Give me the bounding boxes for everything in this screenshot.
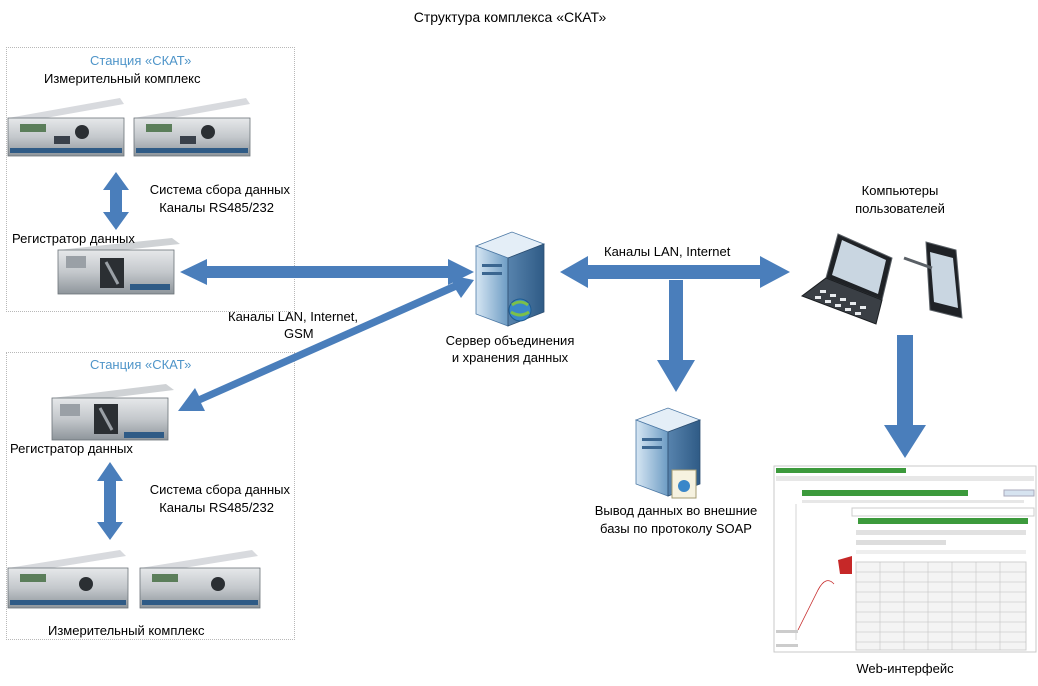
station-bottom-complex-label: Измерительный комплекс (48, 623, 205, 638)
web-interface-label: Web-интерфейс (856, 661, 954, 676)
arrow-registrar-top-server (180, 259, 474, 285)
users-label-line1: Компьютеры (861, 183, 939, 198)
server-icon (474, 231, 546, 327)
diagram-title: Структура комплекса «СКАТ» (413, 9, 607, 25)
export-label-line1: Вывод данных во внешние (594, 503, 758, 518)
link-right-label: Каналы LAN, Internet (604, 244, 731, 259)
station-bottom-title: Станция «СКАТ» (90, 357, 192, 372)
station-top-box (6, 47, 295, 312)
export-server-icon (634, 407, 702, 499)
export-label-line2: базы по протоколу SOAP (600, 521, 752, 536)
measuring-device-bottom-2 (139, 550, 261, 609)
arrow-to-web (884, 335, 926, 458)
tablet-icon (903, 241, 963, 319)
station-top-collection-line2: Каналы RS485/232 (159, 200, 274, 215)
station-top-collection-line1: Система сбора данных (149, 182, 290, 197)
arrow-registrar-bottom-server (178, 275, 474, 411)
arrow-top-vertical (103, 172, 129, 230)
server-label-line2: и хранения данных (451, 350, 569, 365)
link-left-line1: Каналы LAN, Internet, (228, 309, 358, 324)
station-bottom-box (6, 352, 295, 640)
link-left-line2: GSM (284, 326, 314, 341)
laptop-icon (800, 233, 893, 325)
station-bottom-collection-line2: Каналы RS485/232 (159, 500, 274, 515)
measuring-device-bottom-1 (7, 550, 129, 609)
station-top-title: Станция «СКАТ» (90, 53, 192, 68)
station-top-registrar-label: Регистратор данных (12, 231, 135, 246)
server-label-line1: Сервер объединения (445, 333, 575, 348)
users-label-line2: пользователей (855, 201, 945, 216)
station-bottom-collection-line1: Система сбора данных (149, 482, 290, 497)
web-interface-screenshot (773, 465, 1037, 653)
arrow-bottom-vertical (97, 462, 123, 540)
registrar-device-top (57, 238, 180, 295)
station-bottom-registrar-label: Регистратор данных (10, 441, 133, 456)
arrow-server-users (560, 256, 790, 288)
station-top-complex-label: Измерительный комплекс (44, 71, 201, 86)
measuring-device-top-1 (7, 98, 125, 157)
measuring-device-top-2 (133, 98, 251, 157)
registrar-device-bottom (51, 384, 174, 441)
arrow-to-export (657, 280, 695, 392)
